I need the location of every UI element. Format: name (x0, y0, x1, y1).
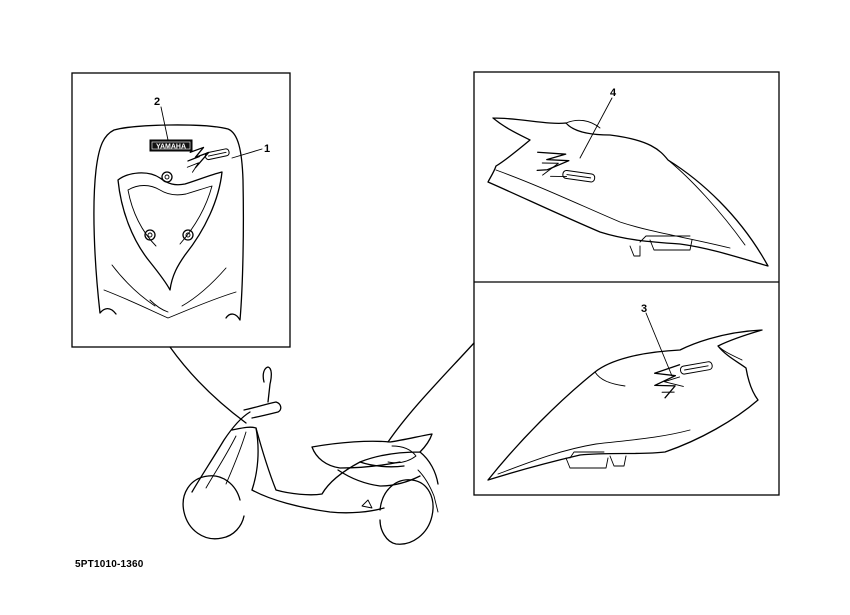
connector-side (387, 342, 475, 443)
scooter-overview (182, 366, 439, 545)
seat-highlight (387, 445, 417, 464)
front-cover-v-recess (117, 171, 223, 291)
leader-line-1 (231, 148, 263, 159)
right-side-cover-edge (497, 345, 743, 475)
bolt-left (144, 229, 156, 241)
side-panel-frame (473, 71, 780, 496)
rear-cover (337, 461, 421, 487)
yamaha-logo-plate: YAMAHA (149, 139, 193, 152)
left-side-cover: 4 (487, 87, 769, 267)
rear-wheel (379, 479, 434, 545)
front-cover-outline (93, 124, 245, 321)
yamaha-logo-text: YAMAHA (156, 144, 186, 151)
leader-line-2 (160, 106, 169, 141)
left-side-emblem-graphic (536, 151, 596, 183)
left-side-cover-edge (495, 119, 746, 249)
leader-line-3 (645, 312, 673, 377)
right-side-emblem-graphic (653, 361, 713, 399)
side-panel-detail: 4 3 (473, 71, 780, 496)
bolt-right (182, 229, 194, 241)
left-side-cover-outline (487, 117, 769, 267)
body-mark (361, 499, 373, 509)
right-side-cover-outline (487, 329, 763, 481)
left-side-cover-tabs (629, 235, 693, 257)
handlebar (243, 401, 282, 419)
bolt-top (161, 171, 173, 183)
front-panel-frame (71, 72, 291, 348)
front-emblem-graphic (186, 146, 230, 173)
callout-2: 2 (154, 96, 160, 108)
figure-code: 5PT1010-1360 (75, 559, 144, 570)
connector-front (169, 346, 247, 424)
callout-4: 4 (610, 87, 617, 99)
mirror (262, 366, 272, 403)
right-side-cover: 3 (487, 303, 763, 481)
rear-grab (417, 469, 439, 513)
front-cover-lower-contour (103, 264, 237, 319)
leader-line-4 (579, 97, 613, 159)
front-fascia-detail (205, 431, 247, 489)
front-panel-detail: YAMAHA 2 1 (71, 72, 291, 348)
front-cover-v-inner (127, 185, 213, 247)
scooter-body (251, 427, 439, 514)
callout-1: 1 (264, 143, 270, 155)
seat (311, 433, 433, 469)
right-side-cover-tabs (565, 451, 627, 469)
callout-3: 3 (641, 303, 647, 315)
front-wheel (182, 475, 245, 540)
